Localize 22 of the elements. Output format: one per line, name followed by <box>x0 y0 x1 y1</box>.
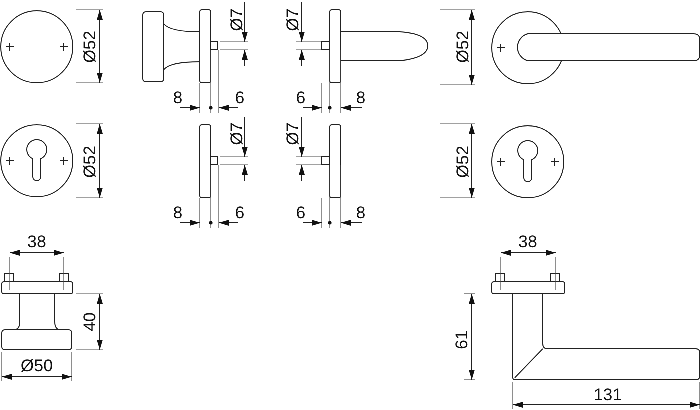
dimension-label: 61 <box>454 330 470 350</box>
dimension-label: 38 <box>28 234 46 250</box>
dimension-label: 38 <box>518 234 538 250</box>
dimension-label: 6 <box>235 90 245 106</box>
dimension-label: 8 <box>356 90 366 106</box>
dimension-label: 131 <box>594 386 622 404</box>
dimension-label: Ø50 <box>20 358 54 374</box>
dimension-label: 6 <box>296 204 306 222</box>
dimension-label: Ø52 <box>82 30 98 64</box>
dimension-label: 8 <box>173 90 183 106</box>
dimension-label: Ø7 <box>284 122 302 146</box>
dimension-label: Ø52 <box>454 146 472 178</box>
dimension-label: Ø7 <box>284 8 302 32</box>
dimension-label: 8 <box>356 204 366 222</box>
dimension-label: Ø52 <box>82 146 98 178</box>
dimension-label: Ø7 <box>228 122 246 146</box>
dimension-label: Ø52 <box>454 30 472 64</box>
dimension-label: 8 <box>173 204 183 222</box>
dimension-label: Ø7 <box>228 8 246 32</box>
dimension-label: 6 <box>296 90 306 106</box>
dimension-label: 40 <box>82 312 98 332</box>
dimension-label: 6 <box>235 204 245 222</box>
